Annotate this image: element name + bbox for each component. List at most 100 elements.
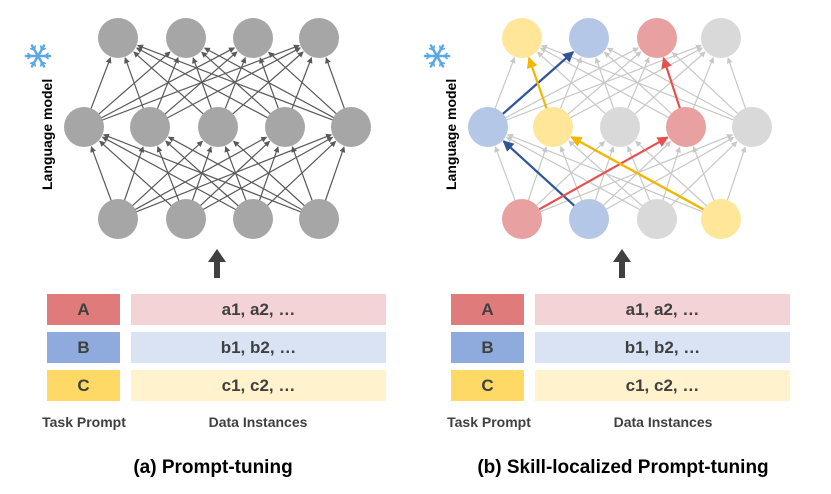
snowflake-icon [423,44,451,68]
neuron-node-bottom [569,199,609,239]
network-edge [203,47,336,119]
network-edge [527,146,548,203]
network-edge [537,51,608,116]
data-instances-label: c1, c2, … [222,376,296,395]
task-prompt-label: B [77,338,89,357]
task-prompt-label: C [481,376,493,395]
task-prompt-cell [47,370,120,401]
network-edge [224,56,247,111]
network-edge [539,47,671,119]
network-edge [290,57,313,111]
neuron-node-top [569,18,609,58]
network-edge [258,146,280,203]
network-edge [626,56,650,111]
task-prompt-label: A [481,300,493,319]
side-label-language-model: Language model [443,79,459,190]
network-edge [101,136,238,211]
task-prompt-cell [47,294,120,325]
network-edge [566,51,642,116]
network-edge [538,134,734,213]
network-edge [268,51,339,116]
caption-skill-localized-prompt-tuning: (b) Skill-localized Prompt-tuning [477,457,768,478]
neuron-node-top [502,18,542,58]
network-diagram [468,18,772,239]
network-edge [165,47,301,120]
up-arrow-icon [208,249,226,278]
network-edge [137,44,335,122]
neuron-node-bottom [166,199,206,239]
neuron-node-bottom [299,199,339,239]
data-instances-label: b1, b2, … [625,338,701,357]
network-edge [99,140,174,208]
data-instances-cell [535,370,790,401]
network-edge [635,140,709,208]
network-edge [201,136,334,211]
neuron-node-mid [64,107,104,147]
network-edge [505,136,642,211]
network-edge [156,56,179,111]
network-edge [134,133,333,213]
network-diagram [64,18,371,239]
neuron-node-mid [130,107,170,147]
neuron-node-mid [468,107,508,147]
network-edge [324,146,346,203]
network-edge [192,57,213,111]
data-instances-cell [535,294,790,325]
network-edge [325,57,346,111]
data-instances-label: b1, b2, … [221,338,297,357]
task-prompt-label: C [77,376,89,395]
network-edge [493,57,516,111]
network-edge [123,146,145,203]
up-arrow-icon [613,249,631,278]
network-edge [265,140,337,208]
footer-data-instances: Data Instances [614,414,713,430]
network-edge [726,57,747,111]
task-prompt-cell [47,332,120,363]
task-prompt-cell [451,294,524,325]
network-edge [291,146,314,203]
neuron-node-top [701,18,741,58]
neuron-node-mid [265,107,305,147]
network-edge [594,57,615,111]
network-edge [124,57,145,111]
network-edge [661,146,681,203]
neuron-node-mid [198,107,238,147]
footer-task-prompt: Task Prompt [447,414,531,430]
snowflake-icon [24,44,52,68]
network-edge [233,140,307,208]
neuron-node-mid [600,107,640,147]
highlight-path-yellow [570,136,706,212]
network-edge [191,146,213,203]
network-edge [102,133,303,213]
network-edge [726,146,747,203]
task-prompt-cell [451,370,524,401]
network-edge [136,47,270,120]
footer-task-prompt: Task Prompt [42,414,126,430]
data-instances-label: a1, a2, … [626,300,700,319]
highlight-path-red [537,136,669,212]
network-edge [671,51,740,116]
network-edge [167,136,304,211]
data-instances-cell [131,332,386,363]
highlight-path-yellow [526,56,549,111]
network-edge [133,51,205,116]
neuron-node-top [233,18,273,58]
neuron-node-bottom [637,199,677,239]
neuron-node-top [98,18,138,58]
network-edge [90,146,113,203]
network-edge [156,145,180,203]
task-prompt-label: A [77,300,89,319]
neuron-node-mid [732,107,772,147]
footer-data-instances: Data Instances [209,414,308,430]
data-instances-label: a1, a2, … [222,300,296,319]
network-edge [692,56,715,111]
network-edge [559,56,582,111]
neuron-node-mid [666,107,706,147]
network-edge [594,146,615,203]
highlight-path-red [661,56,682,111]
